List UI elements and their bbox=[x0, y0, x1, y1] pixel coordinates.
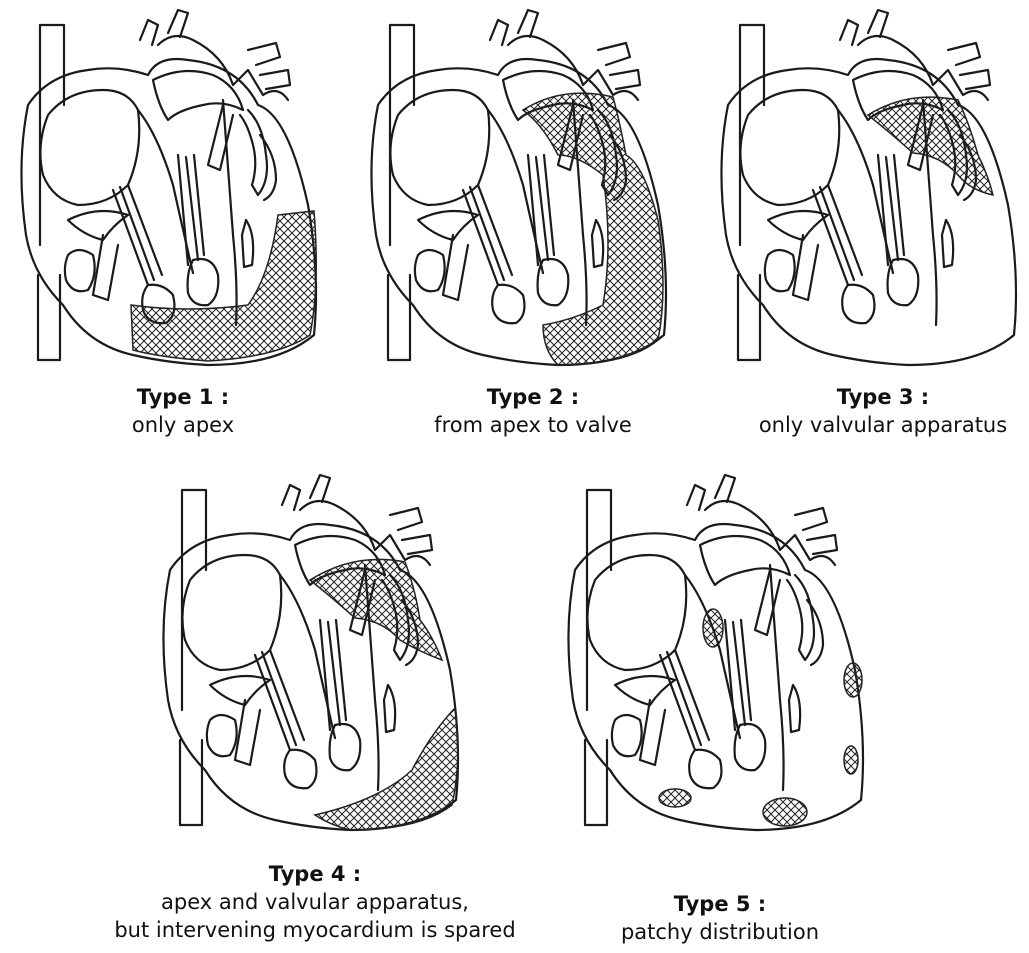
heart-diagram-type-3 bbox=[708, 5, 1029, 370]
caption-type-1-title: Type 1 : bbox=[83, 383, 283, 411]
heart-diagram-type-1 bbox=[8, 5, 338, 370]
valve-hatch bbox=[868, 97, 993, 195]
heart-panel-type-4: Type 4 : apex and valvular apparatus, bu… bbox=[150, 470, 480, 835]
caption-type-5-desc: patchy distribution bbox=[595, 918, 845, 946]
caption-type-3-desc: only valvular apparatus bbox=[738, 411, 1028, 439]
caption-type-4-title: Type 4 : bbox=[110, 860, 520, 888]
patchy-hatch bbox=[659, 609, 862, 826]
caption-type-2-desc: from apex to valve bbox=[408, 411, 658, 439]
heart-diagram-type-5 bbox=[555, 470, 885, 835]
heart-diagram-type-2 bbox=[358, 5, 688, 370]
caption-type-4-desc-line-1: apex and valvular apparatus, bbox=[110, 888, 520, 916]
heart-panel-type-3: Type 3 : only valvular apparatus bbox=[708, 5, 1029, 370]
heart-panel-type-2: Type 2 : from apex to valve bbox=[358, 5, 688, 370]
caption-type-4-desc-line-2: but intervening myocardium is spared bbox=[110, 916, 520, 944]
heart-panel-type-5: Type 5 : patchy distribution bbox=[555, 470, 885, 835]
caption-type-1-desc: only apex bbox=[83, 411, 283, 439]
heart-diagram-type-4 bbox=[150, 470, 480, 835]
caption-type-2-title: Type 2 : bbox=[408, 383, 658, 411]
caption-type-5-title: Type 5 : bbox=[595, 890, 845, 918]
heart-panel-type-1: Type 1 : only apex bbox=[8, 5, 338, 370]
caption-type-3-title: Type 3 : bbox=[738, 383, 1028, 411]
